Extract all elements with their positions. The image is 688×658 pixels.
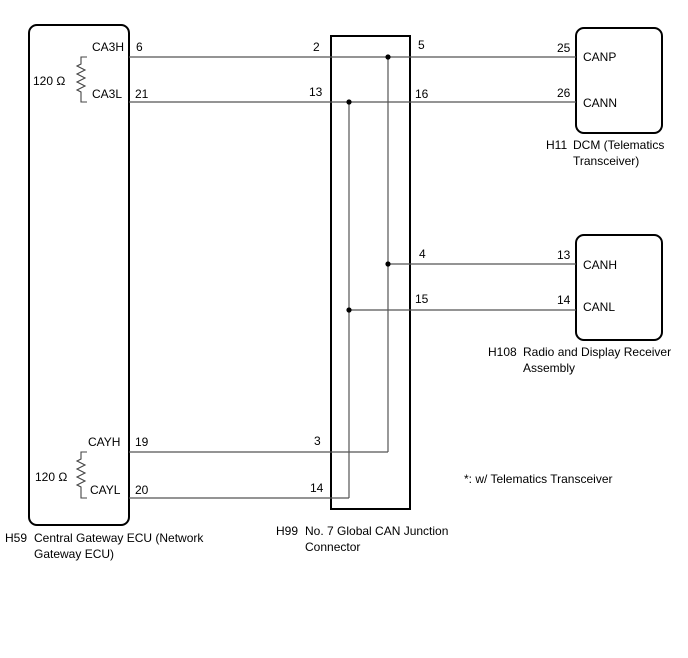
junction-pin-3: 3 bbox=[314, 434, 321, 448]
radio-caption-id: H108 bbox=[488, 345, 517, 359]
resistor-top-label: 120 Ω bbox=[33, 74, 65, 88]
junction-pin-13: 13 bbox=[309, 85, 323, 99]
junction-dot-high-top bbox=[385, 54, 391, 60]
central-gateway-ecu-box bbox=[28, 24, 130, 526]
junction-pin-4: 4 bbox=[419, 247, 426, 261]
ecu-caption-line1: Central Gateway ECU (Network bbox=[34, 531, 204, 545]
dcm-pin-26: 26 bbox=[557, 86, 571, 100]
radio-signal-canl: CANL bbox=[583, 300, 615, 314]
junction-pin-15: 15 bbox=[415, 292, 429, 306]
radio-receiver-box bbox=[575, 234, 663, 341]
ecu-pin-21: 21 bbox=[135, 87, 149, 101]
telematics-note: *: w/ Telematics Transceiver bbox=[464, 472, 613, 486]
junction-caption-line1: No. 7 Global CAN Junction bbox=[305, 524, 448, 538]
dcm-signal-canp: CANP bbox=[583, 50, 616, 64]
ecu-pin-19: 19 bbox=[135, 435, 149, 449]
ecu-pin-20: 20 bbox=[135, 483, 149, 497]
dcm-pin-25: 25 bbox=[557, 41, 571, 55]
dcm-caption-id: H11 bbox=[546, 138, 567, 152]
radio-caption-line1: Radio and Display Receiver bbox=[523, 345, 671, 359]
radio-caption-line2: Assembly bbox=[523, 361, 575, 375]
junction-dot-low-mid bbox=[346, 307, 352, 313]
ecu-signal-cayl: CAYL bbox=[90, 483, 121, 497]
ecu-pin-6: 6 bbox=[136, 40, 143, 54]
junction-dot-low-top bbox=[346, 99, 352, 105]
junction-connector-box bbox=[330, 35, 411, 510]
radio-signal-canh: CANH bbox=[583, 258, 617, 272]
resistor-top-symbol bbox=[75, 56, 87, 103]
dcm-box bbox=[575, 27, 663, 134]
dcm-caption-line1: DCM (Telematics bbox=[573, 138, 664, 152]
junction-caption-line2: Connector bbox=[305, 540, 360, 554]
radio-pin-14: 14 bbox=[557, 293, 571, 307]
ecu-caption-id: H59 bbox=[5, 531, 27, 545]
junction-pin-16: 16 bbox=[415, 87, 429, 101]
junction-pin-2: 2 bbox=[313, 40, 320, 54]
ecu-caption-line2: Gateway ECU) bbox=[34, 547, 114, 561]
resistor-bottom-label: 120 Ω bbox=[35, 470, 67, 484]
dcm-caption-line2: Transceiver) bbox=[573, 154, 639, 168]
junction-pin-14: 14 bbox=[310, 481, 324, 495]
resistor-bottom-symbol bbox=[75, 451, 87, 499]
ecu-signal-ca3h: CA3H bbox=[92, 40, 124, 54]
junction-caption-id: H99 bbox=[276, 524, 298, 538]
dcm-signal-cann: CANN bbox=[583, 96, 617, 110]
ecu-signal-ca3l: CA3L bbox=[92, 87, 122, 101]
junction-pin-5: 5 bbox=[418, 38, 425, 52]
radio-pin-13: 13 bbox=[557, 248, 571, 262]
junction-dot-high-mid bbox=[385, 261, 391, 267]
ecu-signal-cayh: CAYH bbox=[88, 435, 120, 449]
